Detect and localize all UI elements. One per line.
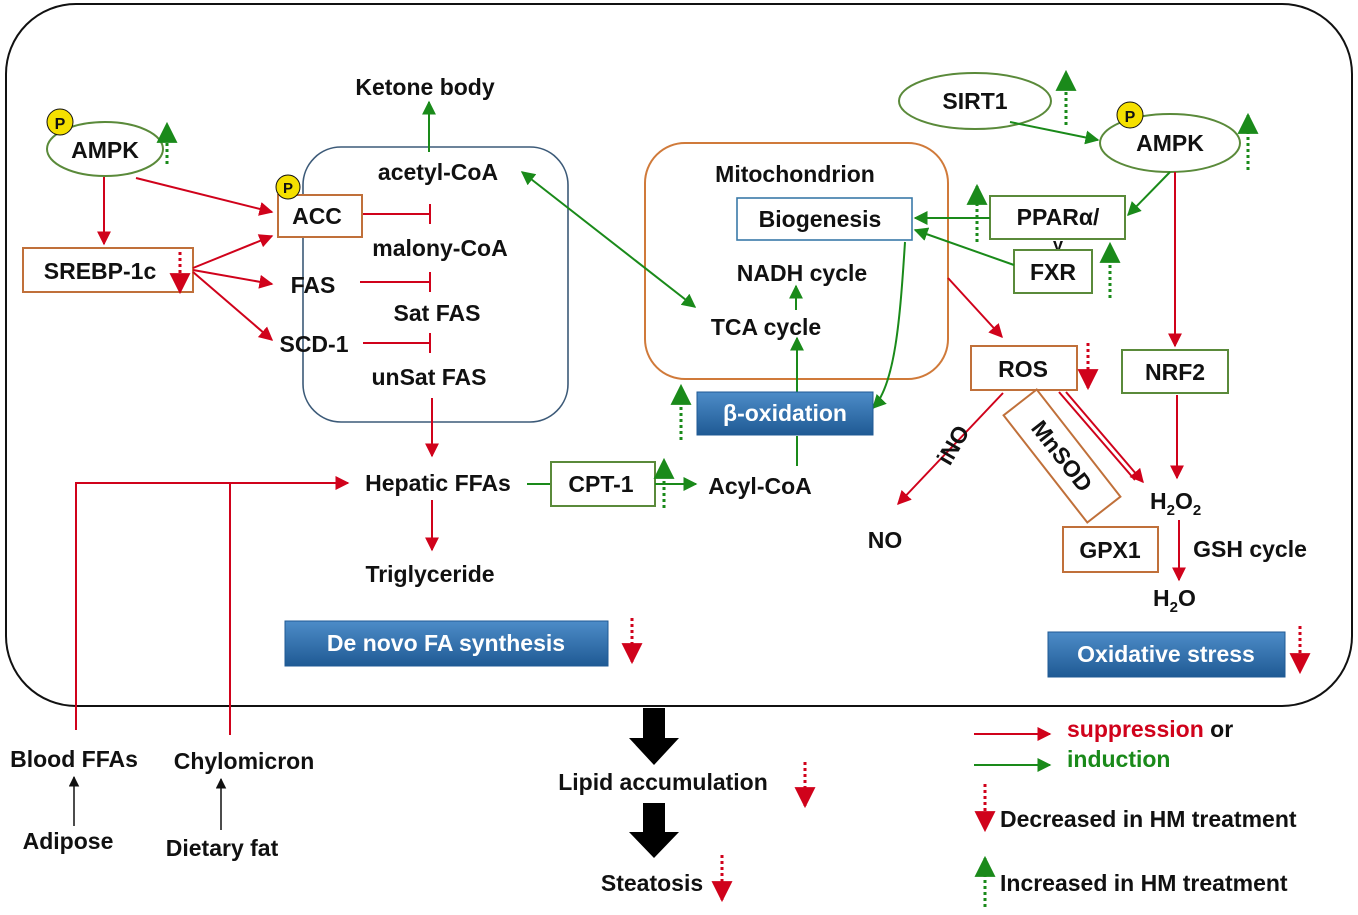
arrow-sirt1-ampk [1009, 121, 1100, 145]
hepatocyte-boundary [5, 3, 1353, 707]
no-label: NO [868, 527, 903, 553]
acc-label: ACC [292, 203, 342, 229]
acyl-coa-label: Acyl-CoA [708, 473, 812, 499]
phospho-marker-left [46, 108, 74, 136]
ros-box [970, 345, 1078, 391]
h2o-label: H2O [1153, 585, 1196, 616]
blood-ffas-label: Blood FFAs [10, 746, 138, 772]
arrow-acetylcoa-tca [520, 171, 697, 308]
malony-coa-label: malony-CoA [372, 235, 507, 261]
arrow-srebp-acc [192, 234, 274, 269]
srebp-label: SREBP-1c [44, 258, 157, 284]
nrf2-label: NRF2 [1145, 359, 1205, 385]
arrow-biogenesis-betaox [872, 241, 906, 410]
dietary-fat-label: Dietary fat [166, 835, 279, 861]
legend-increased-label: Increased in HM treatment [1000, 870, 1288, 896]
acc-box [277, 194, 363, 238]
phospho-marker-right [1116, 101, 1144, 129]
legend-decreased-label: Decreased in HM treatment [1000, 806, 1297, 832]
nrf2-box [1121, 349, 1229, 394]
srebp-box [22, 247, 194, 293]
big-arrow-cell-lipid [629, 708, 679, 765]
h2o2-label: H2O2 [1150, 488, 1201, 519]
denovo-banner-label: De novo FA synthesis [327, 630, 565, 656]
biogenesis-box [736, 197, 913, 241]
hepatic-ffas-label: Hepatic FFAs [365, 470, 511, 496]
oxidative-stress-banner [1047, 631, 1286, 678]
biogenesis-label: Biogenesis [759, 206, 882, 232]
fxr-box [1013, 249, 1093, 294]
sirt1-label: SIRT1 [942, 88, 1007, 114]
tca-cycle-label: TCA cycle [711, 314, 821, 340]
arrow-ros-h2o2-b [1065, 391, 1144, 484]
ampk-left-label: AMPK [71, 137, 139, 163]
arrow-ros-h2o2-a [1058, 391, 1136, 481]
acetyl-coa-label: acetyl-CoA [378, 159, 498, 185]
oxidative-stress-label: Oxidative stress [1077, 641, 1255, 667]
arrow-ros-no [897, 392, 1004, 506]
ppar-label: PPARα/ [1017, 204, 1100, 230]
adipose-label: Adipose [23, 828, 114, 854]
gpx1-box [1062, 526, 1159, 573]
arrow-mito-ros [947, 277, 1003, 339]
denovo-banner [284, 620, 609, 667]
arrow-srebp-fas [192, 269, 274, 289]
arrow-blood-ffas-hepatic [75, 476, 350, 730]
arrow-ampk-acc [135, 177, 274, 216]
ampk-left-ellipse [46, 121, 164, 177]
triglyceride-label: Triglyceride [365, 561, 494, 587]
phospho-marker-acc [275, 174, 301, 200]
nadh-cycle-label: NADH cycle [737, 260, 867, 286]
fxr-label: FXR [1030, 259, 1076, 285]
big-arrow-lipid-steatosis [629, 803, 679, 858]
mitochondrion-label: Mitochondrion [715, 161, 875, 187]
arrow-ampk-ppar [1127, 171, 1171, 217]
fas-label: FAS [291, 272, 336, 298]
scd1-label: SCD-1 [279, 331, 348, 357]
arrow-srebp-scd1 [192, 271, 274, 341]
legend-induction-label: induction [1067, 746, 1170, 772]
ros-label: ROS [998, 356, 1048, 382]
cpt1-box [550, 461, 656, 507]
mnsod-box: MnSOD [1002, 388, 1122, 524]
lipid-accumulation-label: Lipid accumulation [558, 769, 768, 795]
ppar-gamma-label: γ [1053, 235, 1063, 255]
cpt1-label: CPT-1 [568, 471, 633, 497]
phospho-label-left: P [55, 116, 66, 133]
legend-suppression-line: suppression or [1067, 716, 1233, 742]
sirt1-ellipse [898, 72, 1052, 130]
chylomicron-label: Chylomicron [174, 748, 315, 774]
beta-oxidation-banner [696, 391, 874, 436]
ppar-box [989, 195, 1126, 240]
ampk-right-label: AMPK [1136, 130, 1204, 156]
arrow-fxr-biogenesis [913, 227, 1015, 266]
sat-fas-label: Sat FAS [394, 300, 481, 326]
ketone-body-label: Ketone body [355, 74, 494, 100]
gsh-cycle-label: GSH cycle [1193, 536, 1307, 562]
steatosis-label: Steatosis [601, 870, 703, 896]
beta-oxidation-label: β-oxidation [723, 400, 847, 426]
unsat-fas-label: unSat FAS [371, 364, 486, 390]
phospho-label-right: P [1125, 109, 1136, 126]
phospho-label-acc: P [283, 180, 293, 197]
gpx1-label: GPX1 [1079, 537, 1141, 563]
